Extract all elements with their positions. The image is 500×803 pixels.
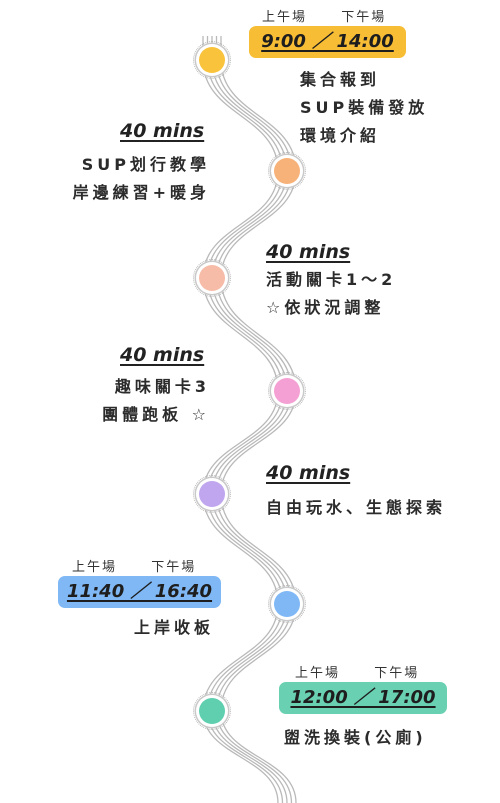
step3-duration: 40 mins — [266, 241, 351, 263]
timeline-path-line-1 — [202, 36, 279, 803]
session2-pm-label: 下午場 — [151, 560, 197, 575]
timeline-path-line-2 — [206, 36, 284, 803]
timeline-node-6 — [268, 585, 306, 623]
session2-am-label: 上午場 — [72, 560, 118, 575]
timeline-node-3 — [193, 259, 231, 297]
timeline-node-7 — [193, 692, 231, 730]
step3-line-1: 活動關卡1～2 — [266, 270, 397, 289]
step1-line-1: 集合報到 — [300, 70, 381, 89]
session2-line: 上岸收板 — [133, 618, 214, 637]
session3-pm-label: 下午場 — [374, 666, 420, 681]
step4-line-2: 團體跑板 ☆ — [102, 405, 210, 424]
session1-pm-label: 下午場 — [341, 10, 387, 25]
step3-description: 活動關卡1～2 ☆依狀況調整 — [266, 266, 396, 322]
session2-time-pill: 11:40 ／ 16:40 — [58, 576, 221, 608]
step4-line-1: 趣味關卡3 — [114, 377, 210, 396]
session3-description: 盥洗換裝(公廁) — [284, 724, 427, 752]
step1-line-3: 環境介紹 — [300, 126, 381, 145]
step1-line-2: SUP裝備發放 — [300, 98, 429, 117]
step2-description: SUP划行教學 岸邊練習+暖身 — [73, 151, 210, 207]
timeline-node-4 — [268, 372, 306, 410]
timeline-node-2 — [268, 152, 306, 190]
session3-line: 盥洗換裝(公廁) — [284, 728, 427, 747]
step3-line-2: ☆依狀況調整 — [266, 298, 385, 317]
step4-description: 趣味關卡3 團體跑板 ☆ — [102, 373, 210, 429]
timeline-node-1 — [193, 41, 231, 79]
session2-description: 上岸收板 — [134, 614, 214, 642]
step2-duration: 40 mins — [120, 120, 205, 142]
step5-duration: 40 mins — [266, 462, 351, 484]
step4-duration: 40 mins — [120, 344, 205, 366]
step2-line-1: SUP划行教學 — [81, 155, 210, 174]
step2-line-2: 岸邊練習+暖身 — [72, 183, 210, 202]
step5-line-1: 自由玩水、生態探索 — [266, 498, 447, 517]
session1-labels: 上午場 下午場 — [262, 6, 386, 25]
session3-time-pill: 12:00 ／ 17:00 — [279, 682, 447, 714]
session1-time-pill: 9:00 ／ 14:00 — [249, 26, 406, 58]
session3-am-label: 上午場 — [295, 666, 341, 681]
session3-labels: 上午場 下午場 — [295, 662, 419, 681]
timeline-path-line-3 — [211, 36, 288, 803]
timeline-node-5 — [193, 475, 231, 513]
step1-description: 集合報到 SUP裝備發放 環境介紹 — [300, 66, 428, 150]
session1-am-label: 上午場 — [262, 10, 308, 25]
step5-description: 自由玩水、生態探索 — [266, 494, 446, 522]
session2-labels: 上午場 下午場 — [72, 556, 196, 575]
